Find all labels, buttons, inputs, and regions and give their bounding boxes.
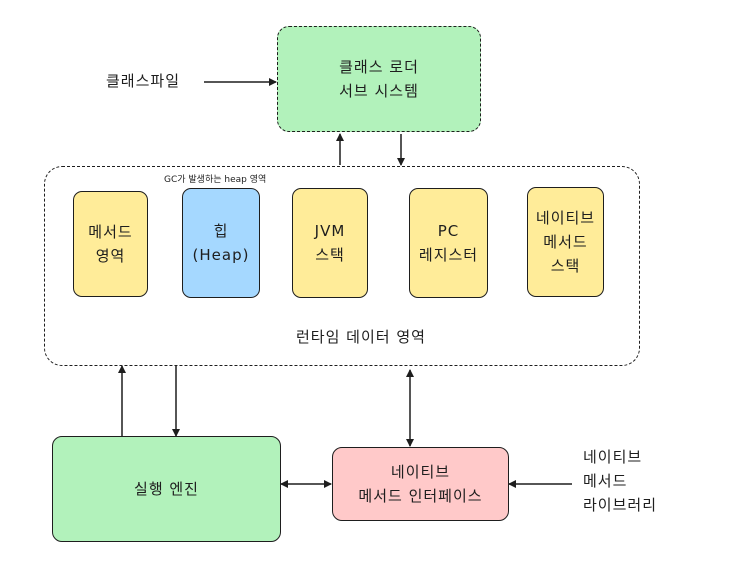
runtime-data-area-label: 런타임 데이터 영역 bbox=[296, 328, 426, 346]
execution-engine: 실행 엔진 bbox=[52, 436, 281, 542]
pc-register: PC 레지스터 bbox=[409, 188, 488, 298]
runtime-data-area bbox=[44, 166, 640, 366]
native-method-interface: 네이티브 메서드 인터페이스 bbox=[332, 447, 509, 521]
native-method-stack: 네이티브 메서드 스택 bbox=[527, 187, 604, 297]
class-file-label: 클래스파일 bbox=[106, 72, 181, 90]
native-library-label: 네이티브 메서드 라이브러리 bbox=[583, 448, 658, 514]
class-loader-subsystem: 클래스 로더 서브 시스템 bbox=[277, 26, 481, 132]
method-area: 메서드 영역 bbox=[73, 191, 148, 297]
heap-area: 힙 (Heap) bbox=[182, 188, 260, 298]
heap-gc-note: GC가 발생하는 heap 영역 bbox=[164, 175, 267, 185]
jvm-stack: JVM 스택 bbox=[292, 188, 368, 298]
